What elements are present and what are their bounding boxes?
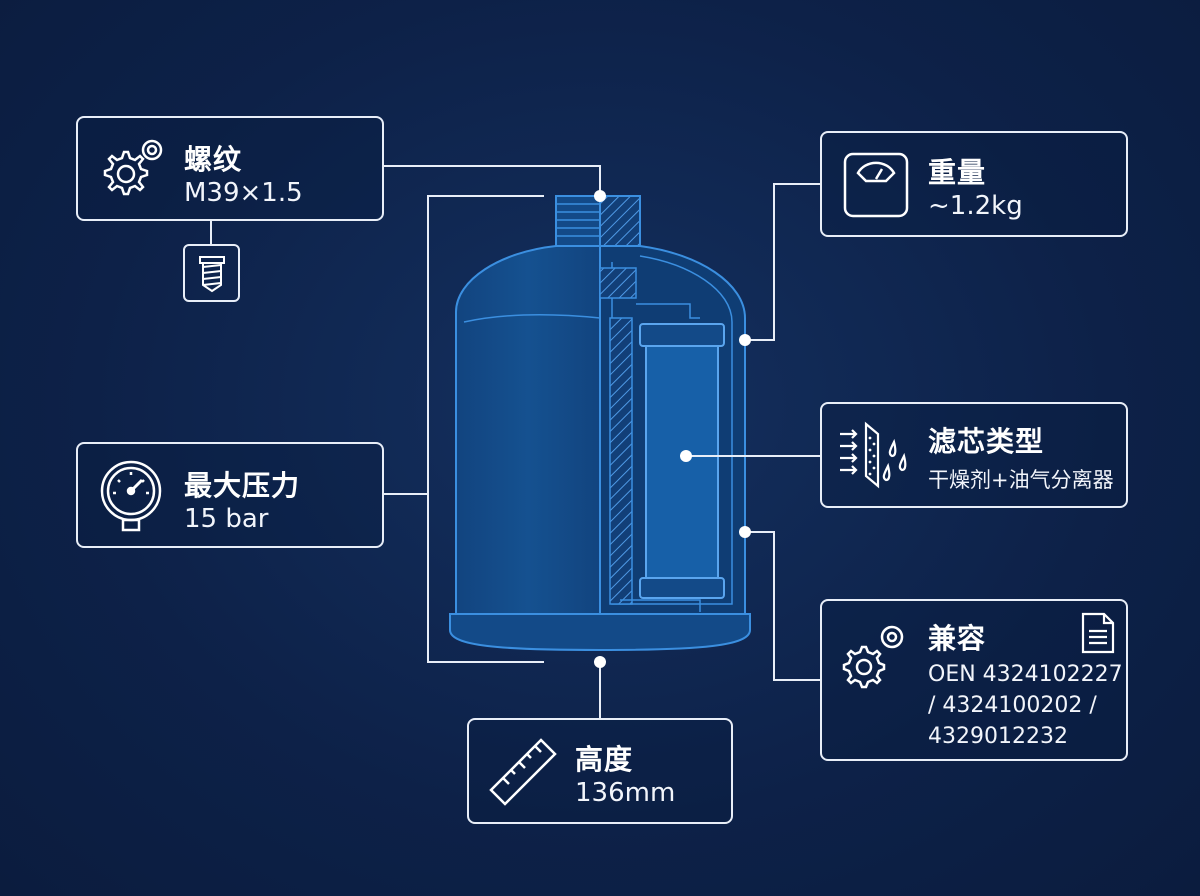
weight-card: 重量 ~1.2kg <box>820 131 1128 237</box>
cartridge <box>645 345 719 579</box>
compat-value: OEN 4324102227 / 4324100202 / 4329012232 <box>928 662 1123 749</box>
screw-thread-icon-box <box>183 244 240 302</box>
filter-type-title: 滤芯类型 <box>928 425 1045 458</box>
compat-card: 兼容 OEN 4324102227 / 4324100202 / 4329012… <box>820 599 1128 761</box>
gears-icon <box>840 619 912 691</box>
thread-title: 螺纹 <box>184 143 243 176</box>
gears-icon <box>96 134 168 204</box>
thread-value: M39×1.5 <box>184 178 303 208</box>
connector-lines <box>210 165 820 718</box>
base-ring <box>449 613 751 652</box>
compat-title: 兼容 <box>928 622 987 655</box>
pressure-value: 15 bar <box>184 504 269 534</box>
connector-dots <box>594 190 751 668</box>
thread-ridges <box>556 203 600 237</box>
height-card: 高度 136mm <box>467 718 733 824</box>
pressure-card: 最大压力 15 bar <box>76 442 384 548</box>
thread-card: 螺纹 M39×1.5 <box>76 116 384 221</box>
filter-media-icon <box>838 420 918 490</box>
pressure-gauge-icon <box>98 458 164 534</box>
weight-value: ~1.2kg <box>928 191 1023 221</box>
filter-canister <box>449 195 751 652</box>
ruler-icon <box>485 734 561 810</box>
pressure-title: 最大压力 <box>184 469 301 502</box>
scale-icon <box>842 151 910 219</box>
filter-type-value: 干燥剂+油气分离器 <box>928 468 1114 492</box>
height-title: 高度 <box>575 743 634 776</box>
filter-type-card: 滤芯类型 干燥剂+油气分离器 <box>820 402 1128 508</box>
shell-outer-left <box>455 245 601 615</box>
height-value: 136mm <box>575 778 676 808</box>
screw-thread-icon <box>198 255 226 293</box>
weight-title: 重量 <box>928 156 987 189</box>
document-icon <box>1080 611 1116 655</box>
